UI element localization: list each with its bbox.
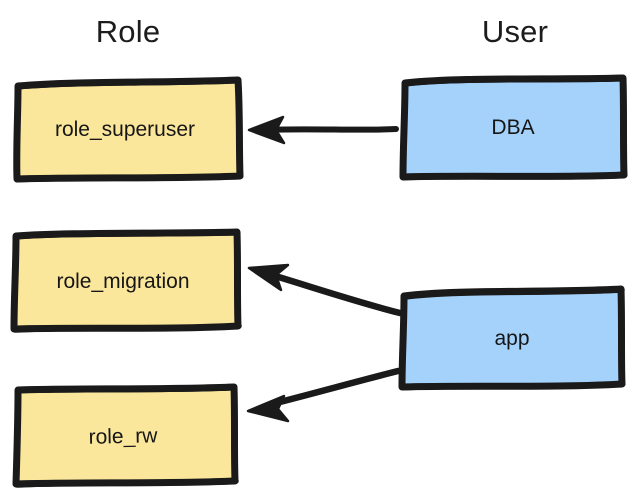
node-role-rw[interactable]: role_rw	[12, 383, 240, 488]
node-role-superuser[interactable]: role_superuser	[12, 76, 244, 183]
column-header-user: User	[481, 14, 549, 49]
node-role-migration[interactable]: role_migration	[9, 228, 243, 334]
node-dba[interactable]: DBA	[398, 74, 628, 181]
edge-dba-to-role-superuser	[247, 115, 399, 145]
node-app[interactable]: app	[398, 285, 626, 391]
edge-app-to-role-migration	[247, 263, 404, 317]
column-header-role: Role	[95, 14, 161, 49]
edge-app-to-role-rw	[246, 367, 402, 423]
